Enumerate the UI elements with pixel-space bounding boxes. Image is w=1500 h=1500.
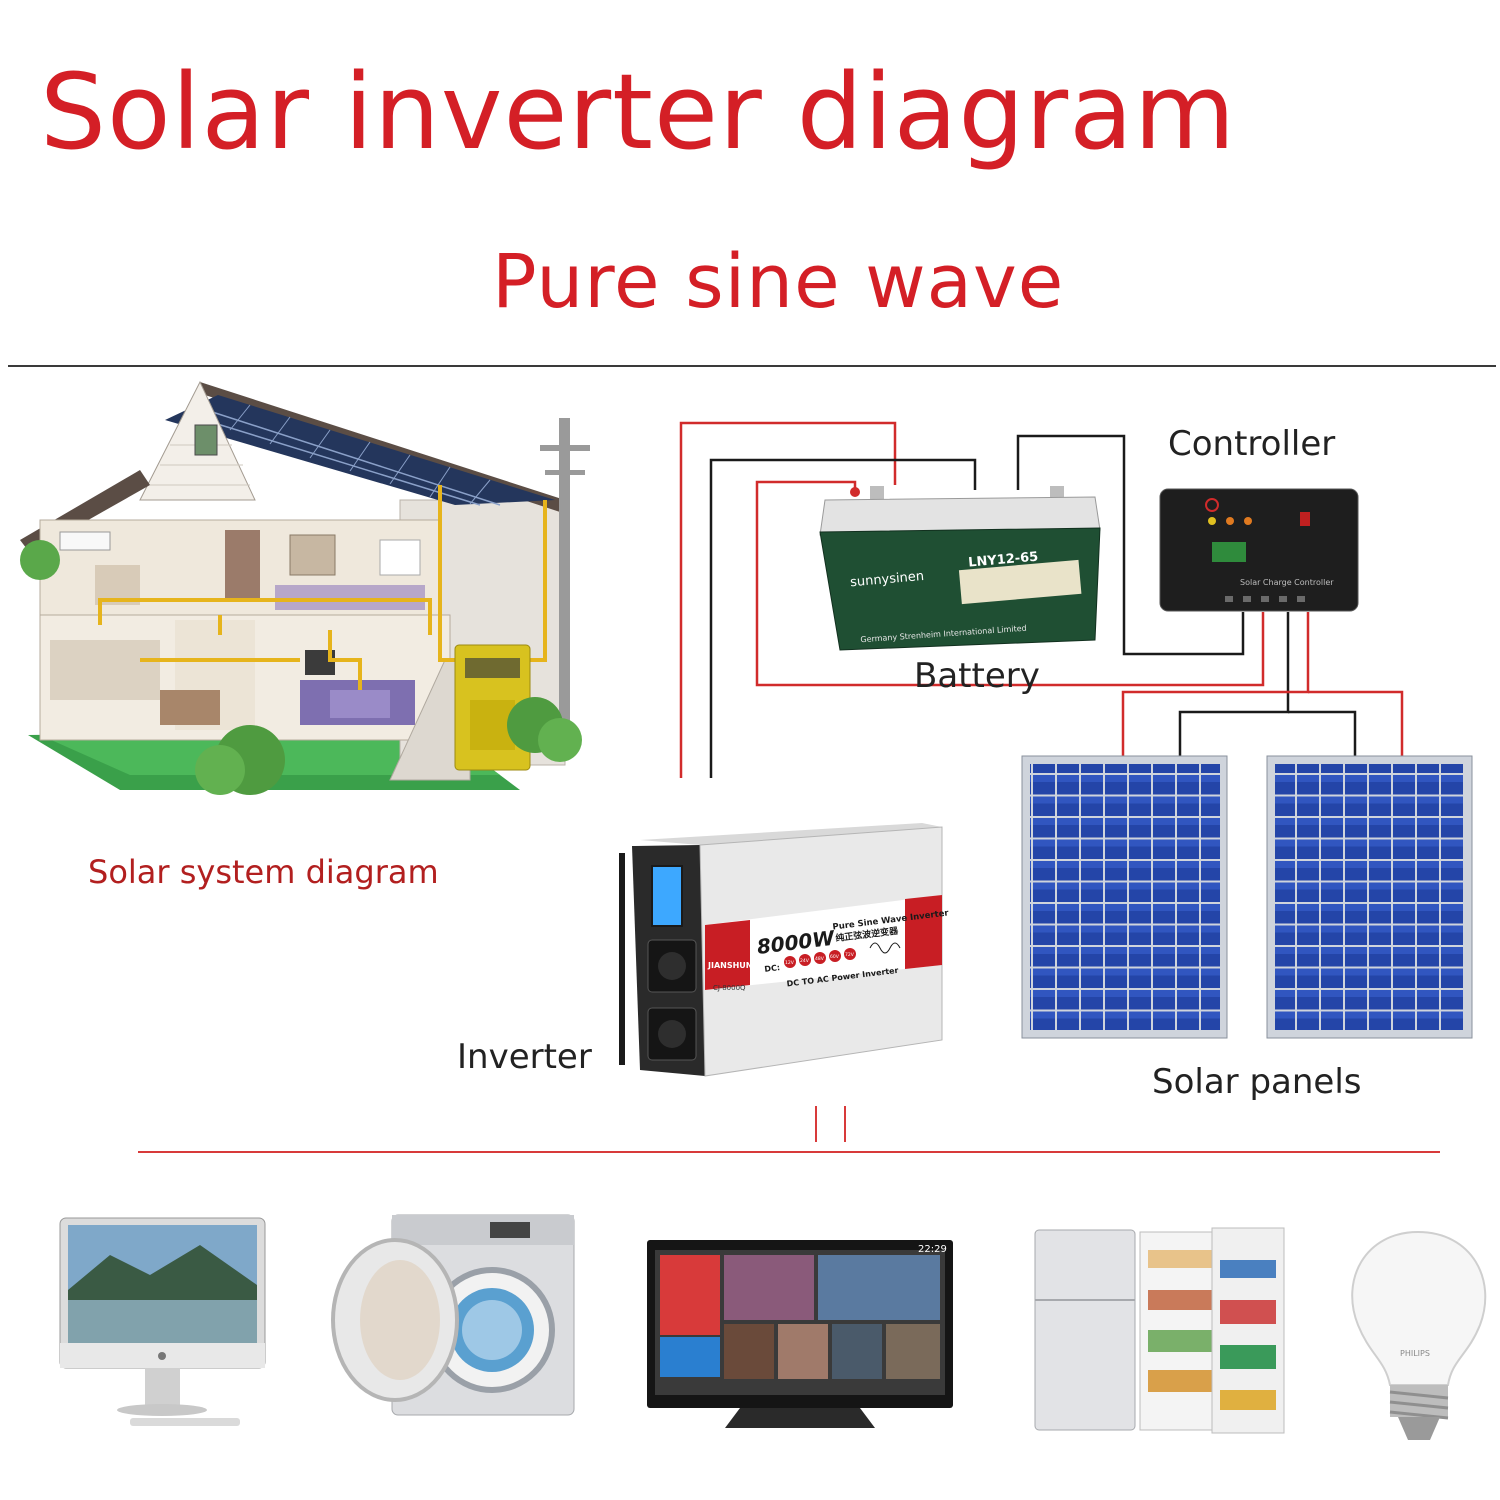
voltage-72v: 72V [845,952,855,958]
system-diagram-label: Solar system diagram [88,853,439,891]
inverter-label: Inverter [457,1037,592,1077]
controller-device: Solar Charge Controller [1159,488,1359,612]
connector-line-left [815,1106,817,1142]
voltage-48v: 48V [815,956,825,962]
solar-panel-left [1021,755,1228,1039]
page-subtitle: Pure sine wave [492,239,1065,325]
connector-line-right [844,1106,846,1142]
solar-panels-label: Solar panels [1152,1062,1362,1102]
voltage-12v: 12V [785,960,795,966]
roof-solar-panels [165,395,555,506]
inverter-device: JIANSHUN CJ-8000Q 8000W Pure Sine Wave I… [619,823,950,1077]
battery-model-text: LNY12-65 [968,550,1039,571]
house-illustration [20,380,590,795]
solar-panel-right [1266,755,1473,1039]
voltage-60v: 60V [830,954,840,960]
inverter-model-text: CJ-8000Q [713,984,746,992]
bulb-brand-text: PHILIPS [1400,1349,1430,1358]
refrigerator-icon [1034,1227,1285,1434]
appliances-row: 22:29 PHILIPS [59,1214,1487,1440]
controller-label: Controller [1168,424,1336,464]
inverter-voltage-badges: 12V 24V 48V 60V 72V [784,948,856,968]
battery-brand-text: sunnysinen [850,569,925,590]
wiring [679,421,1404,778]
voltage-24v: 24V [800,958,810,964]
inverter-brand-text: JIANSHUN [707,961,753,970]
system-diagram: sunnysinen LNY12-65 Germany Strenheim In… [20,380,1473,1077]
page-title: Solar inverter diagram [40,51,1237,173]
battery-label: Battery [914,656,1040,696]
computer-monitor-icon [59,1217,266,1426]
light-bulb-icon: PHILIPS [1351,1230,1487,1440]
battery-device: sunnysinen LNY12-65 Germany Strenheim In… [819,486,1101,651]
television-icon: 22:29 [647,1240,953,1428]
top-divider [8,365,1496,367]
tv-clock-text: 22:29 [918,1244,947,1255]
inverter-dc-text: DC: [764,963,781,974]
controller-label-text: Solar Charge Controller [1240,578,1334,587]
washing-machine-icon [331,1214,575,1416]
bottom-divider [138,1151,1440,1153]
